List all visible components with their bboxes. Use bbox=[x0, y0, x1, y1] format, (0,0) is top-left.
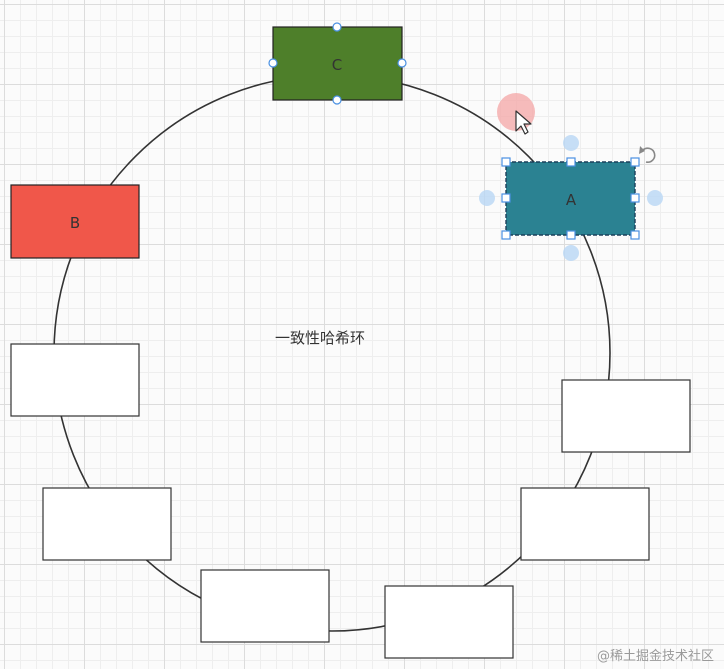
center-label: 一致性哈希环 bbox=[275, 329, 365, 347]
rotate-arrowhead bbox=[639, 146, 645, 154]
node-a-handle-tr[interactable] bbox=[630, 157, 640, 167]
node-a-handle-t[interactable] bbox=[566, 157, 576, 167]
node-b-box[interactable] bbox=[10, 184, 140, 259]
node-a-handle-bl[interactable] bbox=[501, 230, 511, 240]
node-b[interactable]: B bbox=[10, 184, 140, 259]
node-a-connect-left[interactable] bbox=[479, 190, 495, 206]
cursor-arrow-icon bbox=[515, 110, 532, 135]
rotate-icon[interactable] bbox=[642, 147, 656, 163]
empty-node[interactable] bbox=[384, 585, 514, 659]
node-a-handle-tl[interactable] bbox=[501, 157, 511, 167]
node-c[interactable]: C bbox=[268, 22, 407, 105]
empty-node[interactable] bbox=[200, 569, 330, 643]
node-a[interactable]: A bbox=[479, 135, 663, 261]
node-c-handle-right[interactable] bbox=[397, 58, 407, 68]
node-b-label: B bbox=[70, 214, 80, 232]
node-c-handle-top[interactable] bbox=[332, 22, 342, 32]
node-a-connect-top[interactable] bbox=[563, 135, 579, 151]
node-c-handle-left[interactable] bbox=[268, 58, 278, 68]
empty-node[interactable] bbox=[42, 487, 172, 561]
empty-node[interactable] bbox=[520, 487, 650, 561]
node-a-label: A bbox=[566, 191, 577, 209]
node-a-connect-right[interactable] bbox=[647, 190, 663, 206]
watermark: @稀土掘金技术社区 bbox=[597, 648, 714, 664]
node-a-handle-b[interactable] bbox=[566, 230, 576, 240]
node-c-label: C bbox=[332, 56, 342, 74]
node-a-connect-bottom[interactable] bbox=[563, 245, 579, 261]
node-a-handle-br[interactable] bbox=[630, 230, 640, 240]
node-c-handle-bottom[interactable] bbox=[332, 95, 342, 105]
node-a-handle-r[interactable] bbox=[630, 193, 640, 203]
empty-node[interactable] bbox=[10, 343, 140, 417]
empty-node[interactable] bbox=[561, 379, 691, 453]
node-a-handle-l[interactable] bbox=[501, 193, 511, 203]
